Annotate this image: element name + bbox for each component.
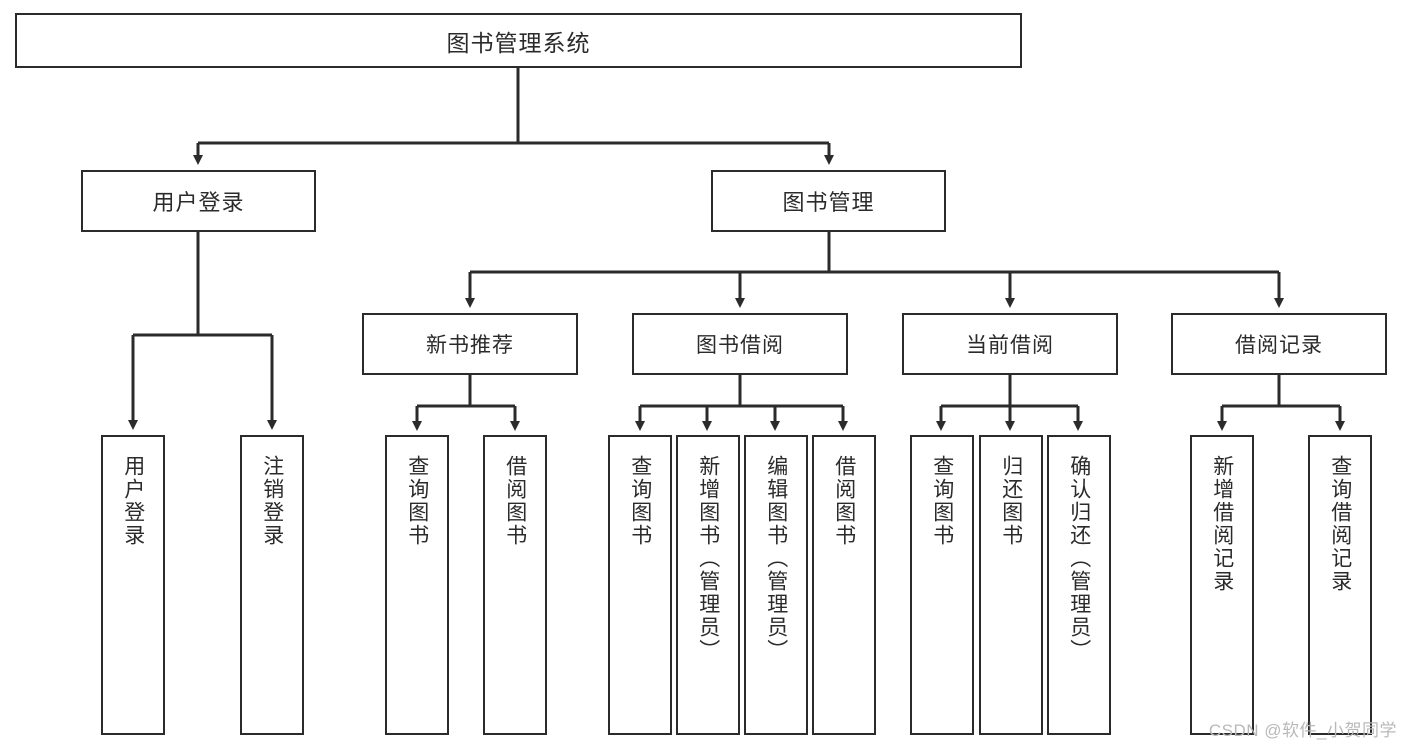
node-book-management[interactable]: 图书管理 <box>711 170 946 232</box>
node-borrow-record-label: 借阅记录 <box>1235 334 1323 357</box>
leaf-user-logout[interactable]: 注销登录 <box>240 435 304 735</box>
leaf-return-book-label: 归还图书 <box>999 455 1023 547</box>
leaf-query-book-3[interactable]: 查询图书 <box>910 435 974 735</box>
node-root[interactable]: 图书管理系统 <box>15 13 1022 68</box>
node-user-login-label: 用户登录 <box>152 190 245 215</box>
watermark: CSDN @软件_小贺同学 <box>1208 721 1397 740</box>
leaf-add-record[interactable]: 新增借阅记录 <box>1190 435 1254 735</box>
leaf-user-logout-label: 注销登录 <box>260 455 284 547</box>
leaf-query-record-label: 查询借阅记录 <box>1328 455 1352 593</box>
node-new-book-recommend-label: 新书推荐 <box>426 334 514 357</box>
leaf-query-book-2[interactable]: 查询图书 <box>608 435 672 735</box>
leaf-query-record[interactable]: 查询借阅记录 <box>1308 435 1372 735</box>
leaf-edit-book-label: 编辑图书（管理员） <box>764 455 788 662</box>
node-current-borrow[interactable]: 当前借阅 <box>902 313 1118 375</box>
leaf-confirm-return-label: 确认归还（管理员） <box>1067 455 1091 662</box>
node-root-label: 图书管理系统 <box>446 29 591 56</box>
node-book-management-label: 图书管理 <box>782 190 875 215</box>
leaf-query-book-2-label: 查询图书 <box>628 455 652 547</box>
node-borrow-record[interactable]: 借阅记录 <box>1171 313 1387 375</box>
leaf-query-book-3-label: 查询图书 <box>930 455 954 547</box>
leaf-add-book[interactable]: 新增图书（管理员） <box>676 435 740 735</box>
leaf-query-book-1[interactable]: 查询图书 <box>385 435 449 735</box>
node-book-borrow[interactable]: 图书借阅 <box>632 313 848 375</box>
leaf-add-record-label: 新增借阅记录 <box>1210 455 1234 593</box>
leaf-borrow-book-2-label: 借阅图书 <box>832 455 856 547</box>
leaf-edit-book[interactable]: 编辑图书（管理员） <box>744 435 808 735</box>
leaf-confirm-return[interactable]: 确认归还（管理员） <box>1047 435 1111 735</box>
node-book-borrow-label: 图书借阅 <box>696 334 784 357</box>
leaf-add-book-label: 新增图书（管理员） <box>696 455 720 662</box>
node-new-book-recommend[interactable]: 新书推荐 <box>362 313 578 375</box>
leaf-user-login-label: 用户登录 <box>121 455 145 547</box>
leaf-borrow-book-2[interactable]: 借阅图书 <box>812 435 876 735</box>
leaf-query-book-1-label: 查询图书 <box>405 455 429 547</box>
node-user-login[interactable]: 用户登录 <box>81 170 316 232</box>
leaf-return-book[interactable]: 归还图书 <box>979 435 1043 735</box>
node-current-borrow-label: 当前借阅 <box>966 334 1054 357</box>
leaf-borrow-book-1-label: 借阅图书 <box>503 455 527 547</box>
leaf-user-login[interactable]: 用户登录 <box>101 435 165 735</box>
leaf-borrow-book-1[interactable]: 借阅图书 <box>483 435 547 735</box>
